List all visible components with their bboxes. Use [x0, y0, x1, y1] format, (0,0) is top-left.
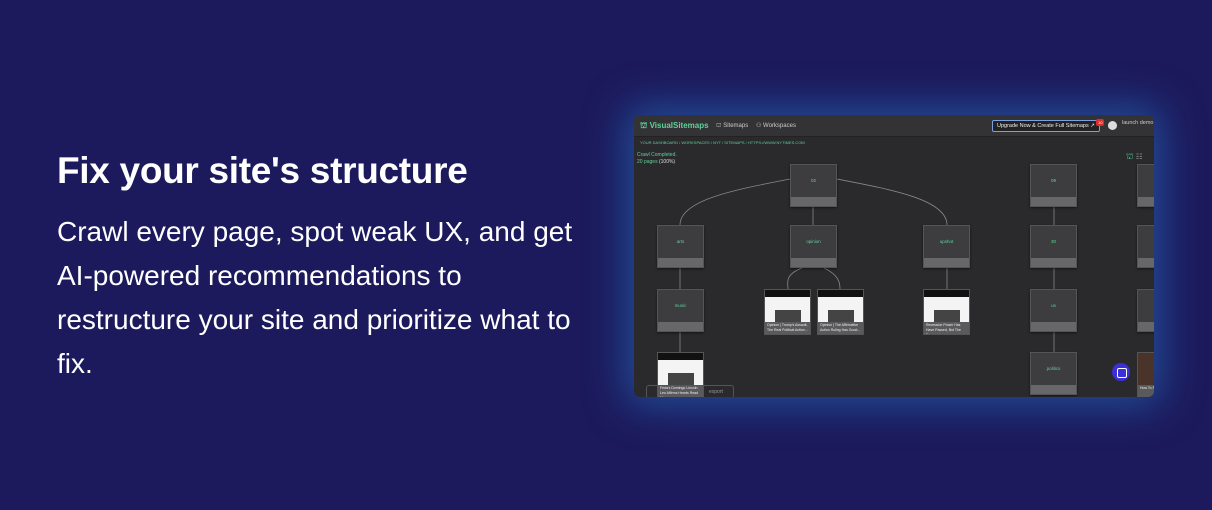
sitemap-node[interactable] [1137, 225, 1154, 268]
node-label: upshot [939, 239, 954, 244]
node-label: opinion [806, 239, 821, 244]
node-label: music [674, 303, 687, 308]
crawl-pages: 20 pages [637, 159, 658, 165]
sitemap-node[interactable]: music [657, 289, 704, 332]
thumbnail-caption: Frida's Domingo Lincoln Leo Affirms Hear… [658, 385, 703, 397]
notification-badge[interactable]: 10 [1096, 119, 1105, 126]
sitemap-node[interactable]: politics [1030, 352, 1077, 395]
nav-sitemaps[interactable]: ⛫ Sitemaps [716, 123, 749, 129]
crawl-percent: (100%) [658, 159, 676, 165]
node-label: 30 [1050, 239, 1056, 244]
sitemap-node[interactable]: upshot [923, 225, 970, 268]
nav-label: Sitemaps [723, 123, 749, 129]
export-button[interactable]: export [646, 385, 734, 397]
crawl-status: Crawl Completed. 20 pages (100%) [637, 152, 677, 166]
page-thumbnail[interactable]: Recession Power Has Have Passed, But The… [923, 289, 970, 335]
thumbnail-caption: How To Pl... Bread... [1138, 385, 1154, 397]
logo-text: VisualSitemaps [649, 121, 709, 130]
nav-workspaces[interactable]: ⚇ Workspaces [756, 123, 796, 129]
avatar[interactable] [1108, 121, 1117, 130]
thumbnail-caption: Opinion | Trump's Assault, The Real Poli… [765, 322, 810, 334]
list-view-icon[interactable]: ☷ [1135, 152, 1143, 161]
sitemap-node[interactable]: opinion [790, 225, 837, 268]
app-screenshot: ⛫ VisualSitemaps ⛫ Sitemaps ⚇ Workspaces… [634, 115, 1154, 397]
sitemap-node[interactable] [1137, 289, 1154, 332]
page-thumbnail[interactable]: Opinion | Trump's Assault, The Real Poli… [764, 289, 811, 335]
sitemap-node[interactable] [1137, 164, 1154, 207]
page-thumbnail[interactable]: Frida's Domingo Lincoln Leo Affirms Hear… [657, 352, 704, 397]
tree-view-icon[interactable]: ⛫ ☷ [1126, 152, 1143, 161]
thumbnail-caption: Opinion | The Affirmative Action Ruling … [818, 322, 863, 334]
headline: Fix your site's structure [57, 150, 468, 191]
node-label: us [1051, 303, 1056, 308]
app-topbar: ⛫ VisualSitemaps ⛫ Sitemaps ⚇ Workspaces… [634, 115, 1154, 137]
node-label: 09 [1050, 178, 1056, 183]
chat-icon[interactable] [1112, 363, 1130, 381]
logo[interactable]: ⛫ VisualSitemaps [640, 121, 709, 131]
page-thumbnail[interactable]: Opinion | The Affirmative Action Ruling … [817, 289, 864, 335]
sitemap-links [679, 178, 1055, 352]
sitemap-node[interactable]: 09 [1030, 164, 1077, 207]
breadcrumb[interactable]: YOUR DASHBOARD / WORKSPACES / NYT / SITE… [640, 140, 805, 145]
node-label: 02 [810, 178, 816, 183]
crawl-status-text: Crawl Completed. [637, 152, 677, 158]
upgrade-button[interactable]: Upgrade Now & Create Full Sitemaps ↗ [992, 120, 1100, 132]
sitemap-node[interactable]: 02 [790, 164, 837, 207]
sitemap-node[interactable]: us [1030, 289, 1077, 332]
sitemap-node[interactable]: 30 [1030, 225, 1077, 268]
hero-body: Crawl every page, spot weak UX, and get … [57, 216, 573, 379]
node-label: arts [676, 239, 685, 244]
page-thumbnail[interactable]: How To Pl... Bread... [1137, 352, 1154, 397]
user-name[interactable]: launch demo [1122, 120, 1154, 126]
node-label: politics [1046, 366, 1061, 371]
sitemap-icon: ⛫ [640, 121, 650, 130]
thumbnail-caption: Recession Power Has Have Passed, But The… [924, 322, 969, 334]
nav-label: Workspaces [763, 123, 796, 129]
sitemap-node[interactable]: arts [657, 225, 704, 268]
